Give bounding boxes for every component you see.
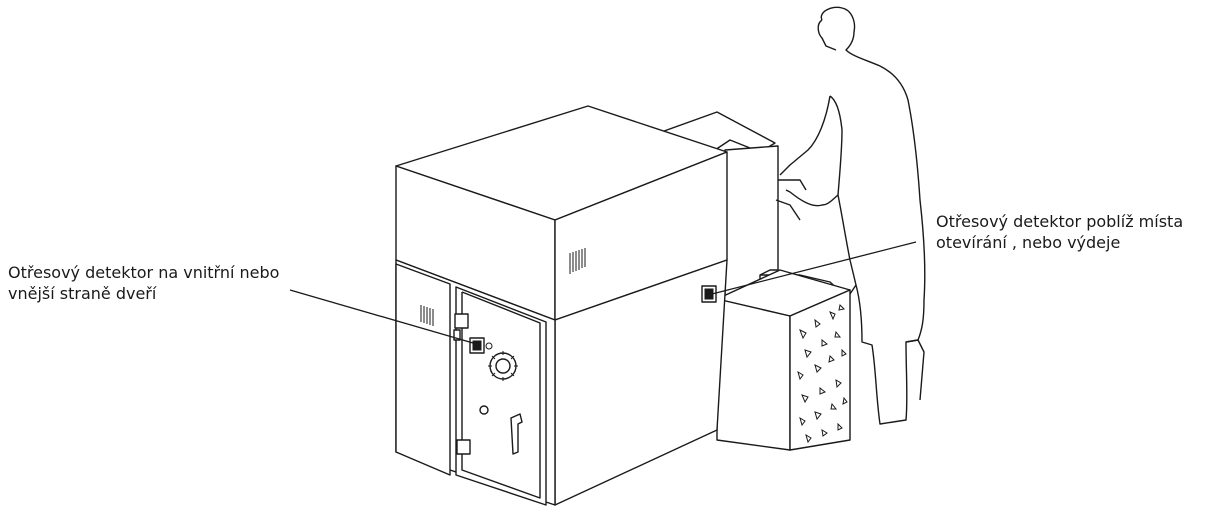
annotation-opening-detector-line1: Otřesový detektor poblíž místa (936, 211, 1183, 232)
annotation-opening-detector: Otřesový detektor poblíž místa otevírání… (936, 211, 1183, 253)
annotation-opening-detector-line2: otevírání , nebo výdeje (936, 232, 1183, 253)
annotation-door-detector-line1: Otřesový detektor na vnitřní nebo (8, 262, 279, 283)
safe-cabinet-icon (396, 106, 727, 505)
annotation-door-detector-line2: vnější straně dveří (8, 283, 279, 304)
annotation-door-detector: Otřesový detektor na vnitřní nebo vnější… (8, 262, 279, 304)
concrete-block-icon (717, 270, 850, 450)
